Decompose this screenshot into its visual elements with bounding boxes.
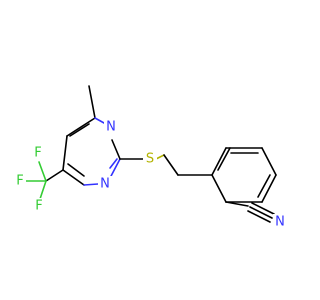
bond-b1-b2: [211, 147, 227, 176]
molecule-diagram: N N S F F F N: [14, 85, 287, 230]
bond-c2-n3: [111, 139, 121, 160]
label-bg: [98, 176, 112, 192]
bond-nitrile-triple-2: [251, 202, 275, 215]
bond-cf3-f-bottom: [39, 180, 47, 200]
label-bg: [143, 150, 157, 168]
bond-c6-n1-double: [67, 163, 85, 177]
bond-c5-c6: [62, 135, 68, 171]
bond-s-ch2-yellow: [155, 154, 165, 160]
bond-n1-segment: [83, 183, 99, 186]
bond-c4-c5-double: [69, 123, 90, 137]
bond-nitrile-triple-3: [247, 210, 271, 223]
bond-b6-b1: [211, 174, 227, 203]
fluorine-top: F: [34, 146, 41, 161]
ring-nitrogen-top: N: [106, 120, 116, 135]
bond-methyl: [88, 85, 96, 119]
nitrile-nitrogen: N: [275, 215, 285, 230]
label-bg: [104, 119, 118, 135]
bond-c6-n1: [62, 169, 85, 186]
fluorine-bottom: F: [35, 199, 42, 214]
bond-c4-c5: [66, 117, 96, 137]
bond-nitrile-triple-1: [249, 206, 273, 219]
label-bg: [273, 214, 287, 230]
bond-layer: [25, 85, 277, 223]
label-bg: [33, 198, 45, 214]
atom-label-layer: N N S F F F N: [14, 119, 287, 230]
label-bg: [32, 145, 44, 161]
bond-b4-b5: [261, 174, 277, 203]
bond-b4-b5-double: [257, 174, 271, 198]
bond-c6-cf3: [45, 169, 64, 182]
bond-n1-c2: [109, 158, 121, 179]
fluorine-left: F: [16, 174, 23, 189]
bond-b6-nitrile-c: [225, 201, 249, 207]
sulfur-atom: S: [146, 152, 154, 167]
ring-nitrogen-bottom: N: [100, 177, 110, 192]
bond-n1-c2-double: [109, 158, 118, 169]
bond-s-ch2: [163, 154, 179, 176]
bond-b1-b2-double: [217, 147, 231, 171]
bond-b3-b4: [261, 147, 277, 176]
label-bg: [14, 173, 26, 189]
bond-cf3-f-top: [38, 161, 47, 182]
